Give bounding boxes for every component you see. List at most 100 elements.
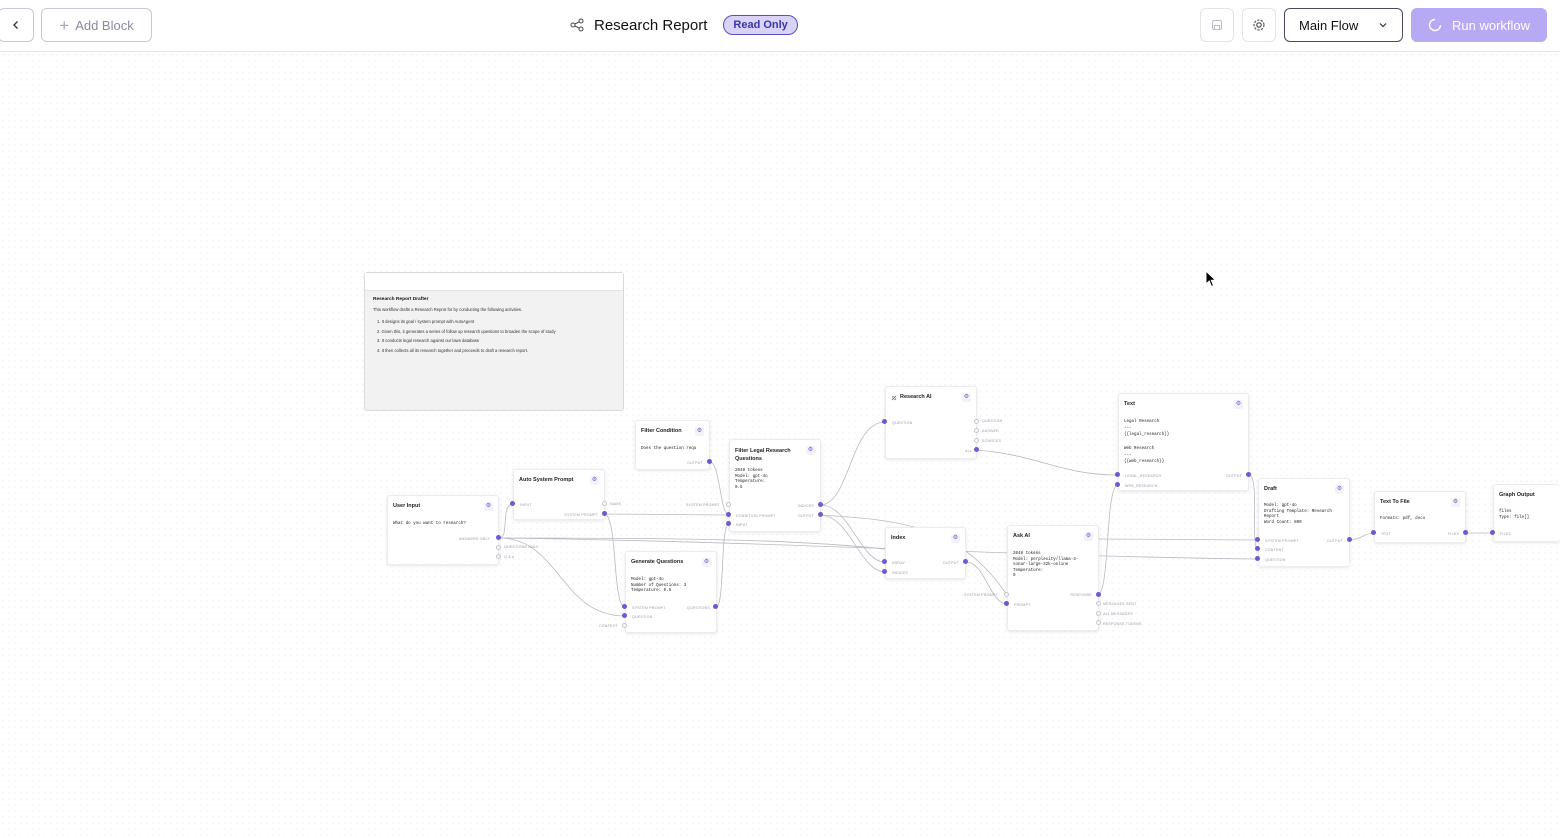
port-label: SYSTEM PROMPT — [564, 513, 598, 517]
save-button[interactable] — [1200, 8, 1234, 42]
port-dot[interactable] — [1246, 472, 1251, 477]
node-draft[interactable]: Draft ⚙ Model: gpt-4o Drafting Template:… — [1258, 478, 1350, 567]
back-button[interactable] — [0, 8, 34, 42]
port-dot[interactable] — [1096, 601, 1101, 606]
add-block-label: Add Block — [75, 17, 134, 33]
node-user-input[interactable]: User Input ⚙ What do you want to researc… — [387, 495, 499, 565]
port-dot[interactable] — [1347, 537, 1352, 542]
gear-icon[interactable]: ⚙ — [1084, 532, 1093, 541]
port-dot[interactable] — [713, 604, 718, 609]
node-auto-system-prompt[interactable]: Auto System Prompt ⚙ INPUT SYSTEM PROMPT — [513, 469, 605, 520]
gear-icon[interactable]: ⚙ — [590, 476, 599, 485]
port-dot[interactable] — [974, 447, 979, 452]
node-body: files Type: file[] — [1499, 510, 1530, 520]
node-title: Ask AI — [1013, 533, 1030, 539]
port-dot[interactable] — [1255, 537, 1260, 542]
port-label: RESPONSE — [1070, 593, 1092, 597]
port-label: INDICES — [892, 571, 908, 575]
port-dot[interactable] — [622, 604, 627, 609]
port-label: SYSTEM PROMPT — [964, 593, 998, 597]
port-dot[interactable] — [1490, 530, 1495, 535]
gear-icon[interactable]: ⚙ — [702, 558, 711, 567]
note-list-item: 1. It designs its goal / system prompt w… — [377, 319, 475, 324]
port-label: MESSAGES SENT — [1103, 602, 1137, 606]
node-text-to-file[interactable]: Text To File ⚙ Formats: pdf, docx TEXT F… — [1374, 491, 1466, 543]
port-dot[interactable] — [726, 502, 731, 507]
port-dot[interactable] — [882, 419, 887, 424]
port-label: RESPONSE TOKENS — [1103, 622, 1142, 626]
gear-icon[interactable]: ⚙ — [484, 502, 493, 511]
node-index[interactable]: Index ⚙ ARRAY INDICES OUTPUT — [885, 527, 966, 579]
port-dot[interactable] — [726, 512, 731, 517]
settings-button[interactable] — [1242, 8, 1276, 42]
port-label: CONTENT — [1265, 548, 1284, 552]
port-dot[interactable] — [1004, 592, 1009, 597]
node-ask-ai[interactable]: Ask AI ⚙ 2048 tokens Model: perplexity/l… — [1007, 525, 1099, 631]
port-dot[interactable] — [818, 502, 823, 507]
port-label: ALL MESSAGES — [1103, 612, 1133, 616]
port-label: QUESTIONS — [687, 606, 710, 610]
port-label: ANSWERS ONLY — [458, 537, 490, 541]
node-body: Model: gpt-4o Drafting Template: Researc… — [1264, 504, 1332, 525]
port-dot[interactable] — [974, 438, 979, 443]
port-dot[interactable] — [1463, 530, 1468, 535]
top-toolbar: + Add Block Research Report Read Only Ma… — [0, 0, 1560, 52]
port-dot[interactable] — [602, 511, 607, 516]
port-dot[interactable] — [818, 512, 823, 517]
gear-icon[interactable]: ⚙ — [951, 534, 960, 543]
gear-icon[interactable]: ⚙ — [695, 427, 704, 436]
port-label: INPUT — [520, 503, 532, 507]
gear-icon[interactable]: ⚙ — [962, 393, 971, 402]
port-label: OUTPUT — [943, 561, 959, 565]
node-generate-questions[interactable]: Generate Questions ⚙ Model: gpt-4o Numbe… — [625, 551, 717, 633]
page-title: Research Report — [594, 16, 708, 34]
run-workflow-button[interactable]: Run workflow — [1411, 8, 1547, 42]
flow-select[interactable]: Main Flow — [1284, 8, 1403, 42]
port-dot[interactable] — [602, 501, 607, 506]
gear-icon[interactable]: ⚙ — [1234, 400, 1243, 409]
add-block-button[interactable]: + Add Block — [41, 8, 152, 42]
port-dot[interactable] — [1096, 592, 1101, 597]
port-dot[interactable] — [974, 419, 979, 424]
node-graph-output[interactable]: Graph Output files Type: file[] FILES — [1493, 484, 1560, 542]
port-label: CONTEXT — [599, 624, 618, 628]
port-dot[interactable] — [496, 554, 501, 559]
node-filter-condition[interactable]: Filter Condition ⚙ Does the question req… — [635, 420, 710, 470]
port-dot[interactable] — [1115, 482, 1120, 487]
note-list-item: 3. It conducts legal research against ou… — [377, 338, 480, 343]
gear-icon[interactable]: ⚙ — [806, 446, 815, 455]
gear-icon[interactable]: ⚙ — [1335, 485, 1344, 494]
port-label: QUESTION — [982, 419, 1003, 423]
port-label: TEXT — [1381, 532, 1391, 536]
port-dot[interactable] — [622, 613, 627, 618]
port-dot[interactable] — [496, 535, 501, 540]
port-dot[interactable] — [1115, 472, 1120, 477]
port-dot[interactable] — [622, 623, 627, 628]
note-title: Research Report Drafter — [373, 297, 429, 302]
port-dot[interactable] — [974, 428, 979, 433]
port-dot[interactable] — [1255, 556, 1260, 561]
node-filter-legal-research[interactable]: Filter Legal Research Questions ⚙ 2048 t… — [729, 439, 821, 532]
port-dot[interactable] — [963, 559, 968, 564]
port-dot[interactable] — [882, 559, 887, 564]
port-dot[interactable] — [707, 459, 712, 464]
node-text[interactable]: Text ⚙ Legal Research --- {{legal_resear… — [1118, 393, 1249, 491]
workflow-description-note[interactable]: Research Report Drafter This workflow dr… — [364, 272, 624, 411]
node-title: Filter Legal Research Questions — [735, 448, 791, 462]
port-dot[interactable] — [1004, 601, 1009, 606]
port-dot[interactable] — [1371, 530, 1376, 535]
port-label: NAME — [610, 502, 622, 506]
port-dot[interactable] — [726, 521, 731, 526]
port-dot[interactable] — [1255, 546, 1260, 551]
node-title: Draft — [1264, 486, 1277, 492]
port-dot[interactable] — [1096, 611, 1101, 616]
port-label: QUESTION — [632, 615, 653, 619]
port-dot[interactable] — [1096, 620, 1101, 625]
port-label: ALL — [965, 449, 972, 453]
port-label: SYSTEM PROMPT — [632, 606, 666, 610]
port-dot[interactable] — [496, 545, 501, 550]
node-research-ai[interactable]: Research AI ⚙ QUESTION ALL — [885, 386, 977, 459]
gear-icon[interactable]: ⚙ — [1451, 498, 1460, 507]
port-dot[interactable] — [882, 569, 887, 574]
port-dot[interactable] — [510, 501, 515, 506]
